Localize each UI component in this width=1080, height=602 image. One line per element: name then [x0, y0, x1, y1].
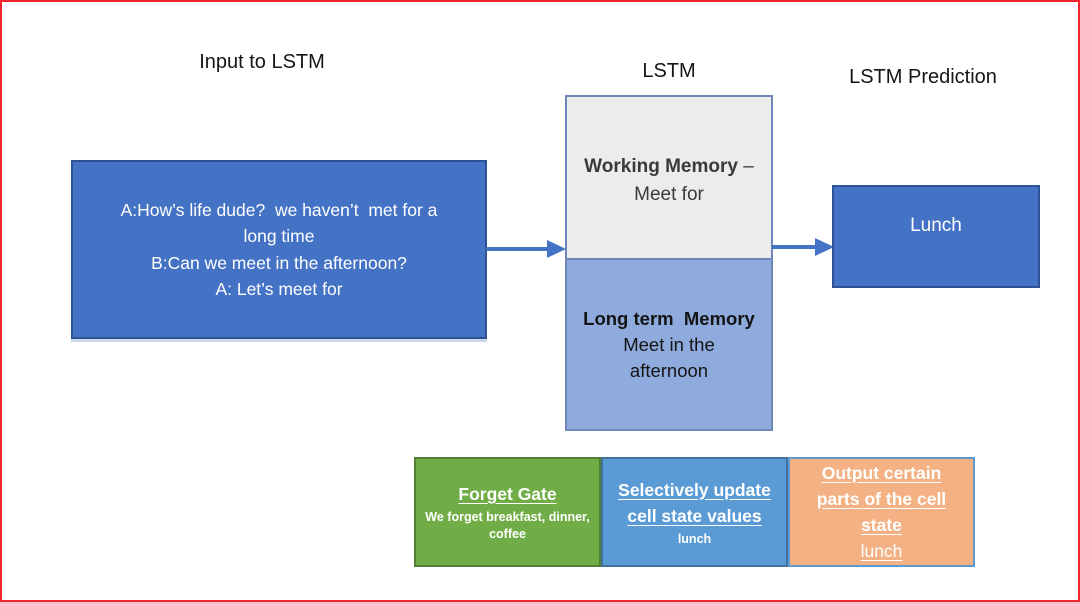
input-line: long time	[243, 226, 315, 246]
long-term-memory-title: Long term Memory	[583, 307, 755, 329]
forget-gate-box: Forget Gate We forget breakfast, dinner,…	[414, 457, 601, 567]
prediction-box: Lunch	[832, 185, 1040, 288]
output-gate-box: Output certain parts of the cell state l…	[788, 457, 975, 567]
output-gate-subtitle: lunch	[860, 541, 903, 561]
lstm-to-prediction-arrow-icon	[772, 238, 834, 256]
input-to-lstm-arrow-icon	[486, 240, 566, 258]
long-term-memory-line: afternoon	[629, 359, 709, 381]
input-to-lstm-heading: Input to LSTM	[199, 51, 325, 73]
long-term-memory-line: Meet in the	[623, 333, 715, 355]
long-term-memory-section: Long term Memory Meet in the afternoon	[567, 260, 771, 429]
forget-gate-title: Forget Gate	[458, 484, 557, 504]
lstm-heading: LSTM	[642, 60, 696, 82]
update-gate-subtitle: lunch	[677, 531, 712, 546]
input-line: A: Let’s meet for	[215, 279, 343, 299]
input-line: A:How’s life dude? we haven’t met for a	[120, 199, 438, 220]
working-memory-section: Working Memory – Meet for	[567, 97, 771, 260]
update-gate-title: Selectively update cell state values	[618, 479, 771, 526]
lstm-memory-box: Working Memory – Meet for Long term Memo…	[565, 95, 773, 431]
output-gate-title: Output certain parts of the cell state	[816, 463, 947, 535]
gate-boxes-row: Forget Gate We forget breakfast, dinner,…	[414, 457, 975, 567]
input-line: B:Can we meet in the afternoon?	[151, 252, 407, 273]
forget-gate-subtitle: We forget breakfast, dinner, coffee	[425, 510, 590, 541]
prediction-value: Lunch	[910, 215, 962, 236]
lstm-prediction-heading: LSTM Prediction	[849, 66, 997, 88]
working-memory-dash: –	[743, 155, 754, 177]
working-memory-title-line: Working Memory –	[584, 153, 754, 181]
working-memory-title: Working Memory	[584, 155, 738, 177]
input-text-box: A:How’s life dude? we haven’t met for a …	[71, 160, 487, 339]
working-memory-value: Meet for	[634, 183, 704, 205]
update-gate-box: Selectively update cell state values lun…	[601, 457, 788, 567]
